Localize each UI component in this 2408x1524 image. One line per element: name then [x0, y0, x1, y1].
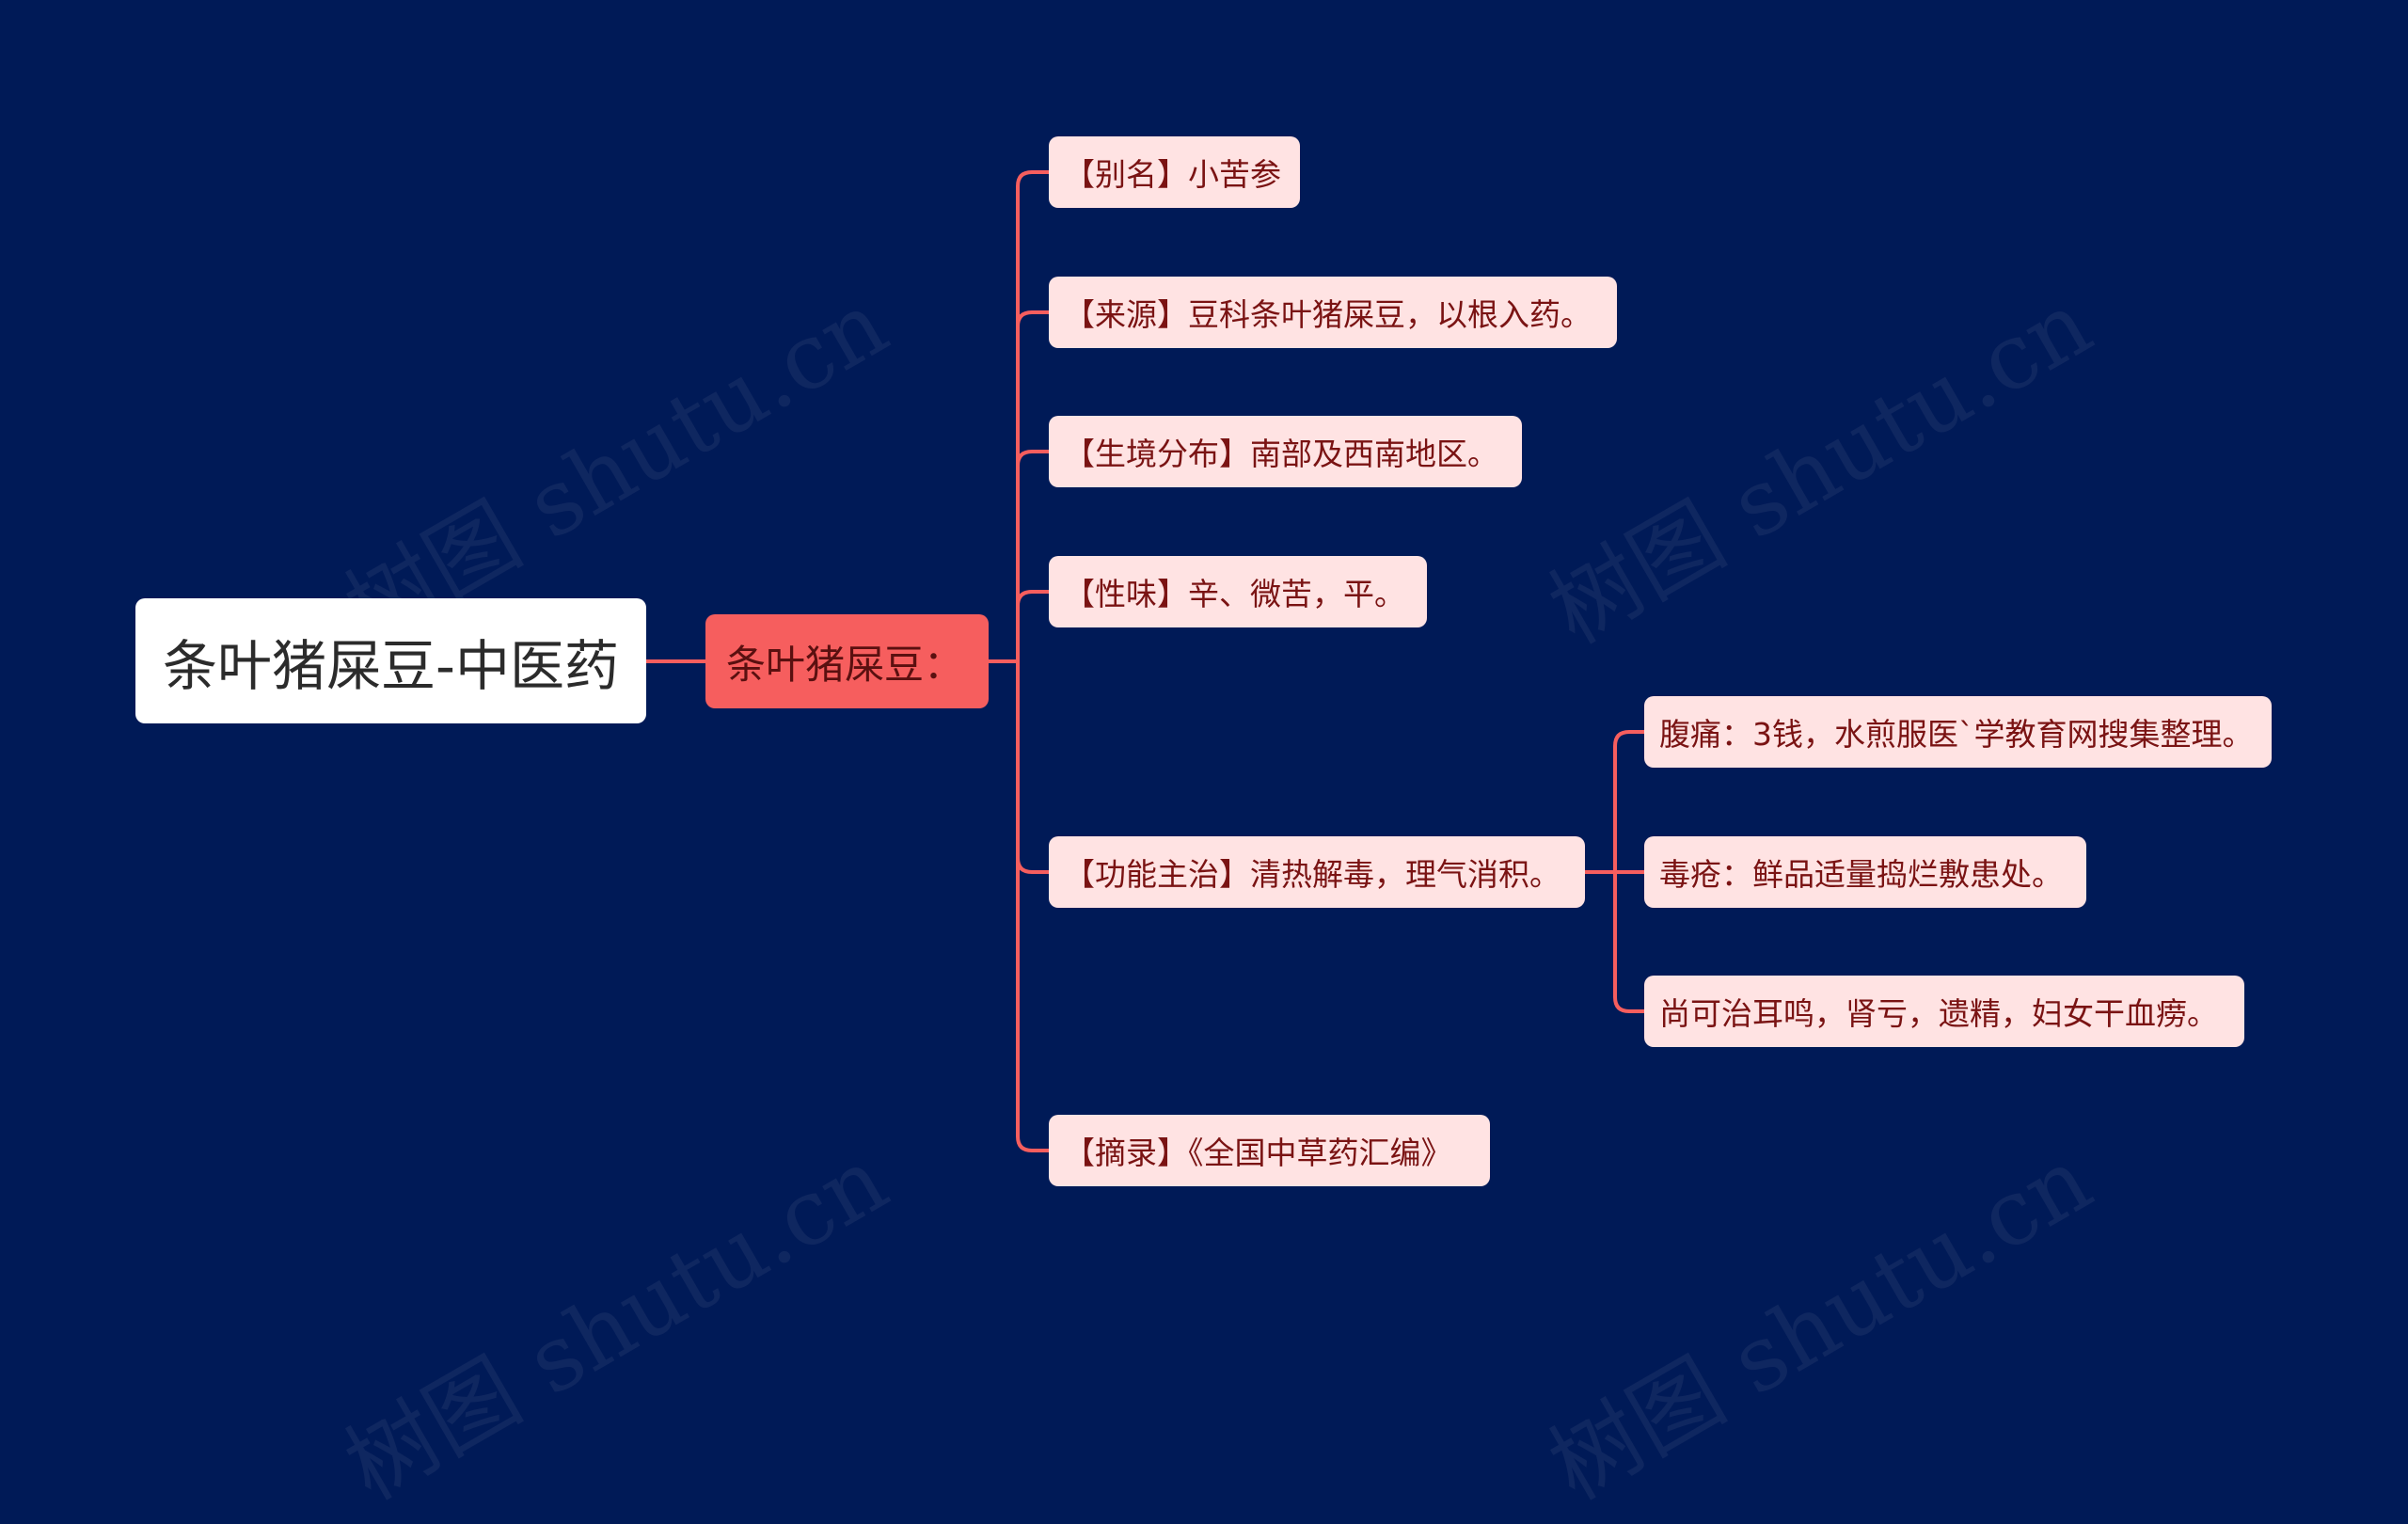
- connector-sub-0: [1613, 730, 1644, 747]
- root-node[interactable]: 条叶猪屎豆-中医药: [135, 598, 646, 723]
- connector-lines: [646, 170, 1644, 1152]
- branch-alias[interactable]: 【别名】小苦参: [1049, 136, 1300, 208]
- connector-branch-5: [1016, 1135, 1049, 1152]
- branch-excerpt[interactable]: 【摘录】《全国中草药汇编》: [1049, 1115, 1490, 1186]
- branch-habitat[interactable]: 【生境分布】南部及西南地区。: [1049, 416, 1522, 487]
- branch-source[interactable]: 【来源】豆科条叶猪屎豆，以根入药。: [1049, 277, 1617, 348]
- sub-tinnitus[interactable]: 尚可治耳鸣，肾亏，遗精，妇女干血痨。: [1644, 976, 2244, 1047]
- sub-sores[interactable]: 毒疮：鲜品适量捣烂敷患处。: [1644, 836, 2086, 908]
- hub-node[interactable]: 条叶猪屎豆：: [705, 614, 989, 708]
- connector-sub-2: [1613, 996, 1644, 1013]
- sub-abdominal-pain[interactable]: 腹痛：3钱，水煎服医`学教育网搜集整理。: [1644, 696, 2272, 768]
- connector-branch-2: [1016, 450, 1049, 467]
- branch-nature-taste[interactable]: 【性味】辛、微苦，平。: [1049, 556, 1427, 627]
- connector-branch-0: [1016, 170, 1049, 187]
- branch-function[interactable]: 【功能主治】清热解毒，理气消积。: [1049, 836, 1585, 908]
- connector-branch-1: [1016, 310, 1049, 327]
- connector-branch-3: [1016, 590, 1049, 607]
- connector-branch-4: [1016, 857, 1049, 874]
